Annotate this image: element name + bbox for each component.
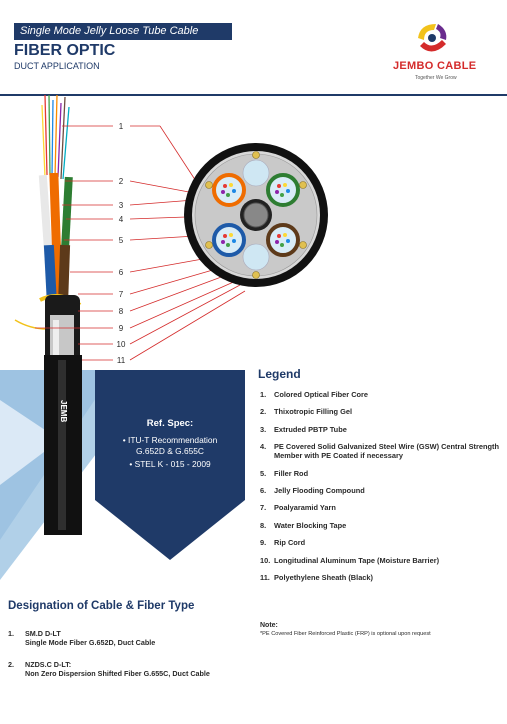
callout-10: 10 <box>117 340 126 349</box>
legend-item: 8.Water Blocking Tape <box>260 520 347 530</box>
legend-item: 10.Longitudinal Aluminum Tape (Moisture … <box>260 555 440 565</box>
product-type-tag: Single Mode Jelly Loose Tube Cable <box>14 23 232 40</box>
legend-item: 9.Rip Cord <box>260 538 306 548</box>
callout-11: 11 <box>117 356 126 365</box>
cable-illustration: JEMB <box>14 95 82 535</box>
callout-7: 7 <box>119 290 124 299</box>
legend-item: 6.Jelly Flooding Compound <box>260 485 365 495</box>
legend-item: 5.Filler Rod <box>260 468 309 478</box>
callout-6: 6 <box>119 268 124 277</box>
note-text: *PE Covered Fiber Reinforced Plastic (FR… <box>260 631 431 637</box>
callout-3: 3 <box>119 201 124 210</box>
callout-9: 9 <box>119 324 124 333</box>
ref-spec-item: G.652D & G.655C <box>136 446 204 456</box>
cable-cross-section <box>184 143 328 287</box>
page-title: FIBER OPTIC <box>14 42 116 59</box>
cable-print-text: JEMB <box>59 400 68 422</box>
legend-list: 1.Colored Optical Fiber Core 2.Thixotrop… <box>260 390 500 590</box>
legend-item: 2.Thixotropic Filling Gel <box>260 407 353 417</box>
ref-spec-title: Ref. Spec: <box>146 418 194 429</box>
ref-spec-item: • STEL K - 015 - 2009 <box>129 459 211 469</box>
callout-5: 5 <box>119 236 124 245</box>
callout-8: 8 <box>119 307 124 316</box>
legend-item: 11.Polyethylene Sheath (Black) <box>260 572 373 582</box>
legend-item: 4.PE Covered Solid Galvanized Steel Wire… <box>260 442 499 461</box>
designation-title: Designation of Cable & Fiber Type <box>8 600 195 612</box>
logo-tagline: Together We Grow <box>415 75 457 81</box>
note-heading: Note: <box>260 622 278 629</box>
ref-spec-box: Ref. Spec: • ITU-T Recommendation G.652D… <box>110 418 230 470</box>
logo-name: JEMBO CABLE <box>393 60 477 72</box>
callout-1: 1 <box>119 122 124 131</box>
header-divider <box>0 94 507 96</box>
callout-4: 4 <box>119 215 124 224</box>
jembo-logo-icon <box>418 24 447 52</box>
designation-item: 2. NZDS.C D-LT:Non Zero Dispersion Shift… <box>8 660 210 678</box>
legend-item: 1.Colored Optical Fiber Core <box>260 390 369 399</box>
callout-2: 2 <box>119 177 124 186</box>
page-subtitle: DUCT APPLICATION <box>14 61 100 71</box>
legend-title: Legend <box>258 367 301 381</box>
legend-item: 7.Poalyaramid Yarn <box>260 503 336 513</box>
ref-spec-item: • ITU-T Recommendation <box>122 435 218 445</box>
legend-item: 3.Extruded PBTP Tube <box>260 424 347 434</box>
